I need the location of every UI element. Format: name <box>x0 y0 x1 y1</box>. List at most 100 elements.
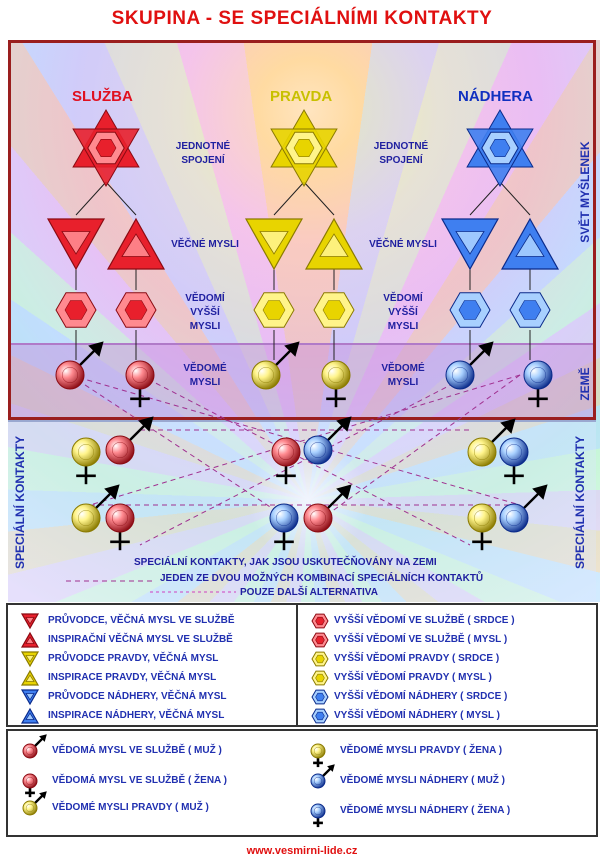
legend-divider <box>296 603 298 727</box>
legend-icon-bottom-6 <box>310 803 326 828</box>
contact-pair4-red-female <box>105 503 135 551</box>
label-vedomi-vyssi-mysli-1: VĚDOMÍ VYŠŠÍ MYSLI <box>185 293 225 332</box>
legend-icon-bottom-5 <box>310 764 335 789</box>
legend-icon-right-3 <box>311 651 329 667</box>
triangle-down-nadhera <box>440 218 500 271</box>
legend-icon-right-5 <box>311 689 329 705</box>
legend-right-item-5: VYŠŠÍ VĚDOMÍ NÁDHERY ( SRDCE ) <box>334 691 508 702</box>
legend-left-item-6: INSPIRACE NÁDHERY, VĚČNÁ MYSL <box>48 710 225 721</box>
connector-sluzba-1 <box>75 181 107 216</box>
label-vecne-mysli-1: VĚČNÉ MYSLI <box>171 239 239 250</box>
legend-icon-bottom-2 <box>22 773 38 798</box>
page-title: SKUPINA - SE SPECIÁLNÍMI KONTAKTY <box>111 8 493 29</box>
legend-icon-left-5 <box>20 689 40 706</box>
legend-right-item-4: VYŠŠÍ VĚDOMÍ PRAVDY ( MYSL ) <box>334 672 492 683</box>
legend-box-bottom <box>6 729 598 837</box>
contact-pair5-blue-female <box>269 503 299 551</box>
triangle-down-pravda <box>244 218 304 271</box>
legend-left-item-1: PRŮVODCE, VĚČNÁ MYSL VE SLUŽBĚ <box>48 615 235 626</box>
contact-pair5-red-male <box>303 484 352 533</box>
legend-bottom-item-6: VĚDOMÉ MYSLI NÁDHERY ( ŽENA ) <box>340 805 511 816</box>
hexagon-left-nadhera <box>449 292 491 328</box>
legend-left-item-4: INSPIRACE PRAVDY, VĚČNÁ MYSL <box>48 672 217 683</box>
earth-band <box>8 343 596 422</box>
legend-icon-bottom-4 <box>310 743 326 768</box>
hexagon-right-nadhera <box>509 292 551 328</box>
dashed-line-5 <box>69 374 291 521</box>
star-nadhera <box>466 108 534 188</box>
legend-icon-left-1 <box>20 613 40 630</box>
hexagon-left-sluzba <box>55 292 97 328</box>
conscious-mind-pravda-male <box>251 341 300 390</box>
connector-nadhera-2 <box>499 181 531 216</box>
contact-pair2-blue-male <box>303 416 352 465</box>
connector-pravda-2 <box>303 181 335 216</box>
column-title-pravda: PRAVDA <box>270 88 333 105</box>
contact-pair3-yellow-male <box>467 418 516 467</box>
connector-pravda-1 <box>273 181 305 216</box>
contact-pair1-red-male <box>105 416 154 465</box>
caption-alternative: POUZE DALŠÍ ALTERNATIVA <box>240 587 378 598</box>
triangle-up-sluzba <box>106 217 166 270</box>
dashed-line-4 <box>139 374 471 546</box>
label-vedome-mysli-2: VĚDOMÉ MYSLI <box>381 363 425 388</box>
legend-icon-left-6 <box>20 707 40 724</box>
triangle-down-sluzba <box>46 218 106 271</box>
legend-icon-bottom-3 <box>22 791 47 816</box>
legend-icon-left-3 <box>20 651 40 668</box>
legend-right-item-3: VYŠŠÍ VĚDOMÍ PRAVDY ( SRDCE ) <box>334 653 500 664</box>
legend-left-item-2: INSPIRAČNÍ VĚČNÁ MYSL VE SLUŽBĚ <box>48 634 233 645</box>
caption-combination: JEDEN ZE DVOU MOŽNÝCH KOMBINACÍ SPECIÁLN… <box>160 573 484 584</box>
label-vecne-mysli-2: VĚČNÉ MYSLI <box>369 239 437 250</box>
legend-bottom-item-2: VĚDOMÁ MYSL VE SLUŽBĚ ( ŽENA ) <box>52 775 228 786</box>
conscious-mind-pravda-female <box>321 360 351 408</box>
column-title-nadhera: NÁDHERA <box>458 88 533 105</box>
legend-right-item-1: VYŠŠÍ VĚDOMÍ VE SLUŽBĚ ( SRDCE ) <box>334 615 515 626</box>
contact-pair4-yellow-male <box>71 484 120 533</box>
conscious-mind-nadhera-female <box>523 360 553 408</box>
website-url[interactable]: www.vesmirni-lide.cz <box>246 845 358 857</box>
column-title-sluzba: SLUŽBA <box>72 88 133 105</box>
label-jednotne-spojeni-2: JEDNOTNÉ SPOJENÍ <box>373 141 429 166</box>
contact-pair6-yellow-female <box>467 503 497 551</box>
dashed-line-3 <box>139 374 471 546</box>
legend-icon-right-1 <box>311 613 329 629</box>
dashed-line-2 <box>89 374 521 506</box>
conscious-mind-sluzba-male <box>55 341 104 390</box>
legend-bottom-item-4: VĚDOMÉ MYSLI PRAVDY ( ŽENA ) <box>340 745 503 756</box>
legend-bottom-item-3: VĚDOMÉ MYSLI PRAVDY ( MUŽ ) <box>52 802 209 813</box>
legend-left-item-3: PRŮVODCE PRAVDY, VĚČNÁ MYSL <box>48 653 219 664</box>
connector-nadhera-1 <box>469 181 501 216</box>
conscious-mind-sluzba-female <box>125 360 155 408</box>
legend-icon-right-4 <box>311 670 329 686</box>
conscious-mind-nadhera-male <box>445 341 494 390</box>
legend-icon-left-4 <box>20 669 40 686</box>
hexagon-right-pravda <box>313 292 355 328</box>
legend-right-item-2: VYŠŠÍ VĚDOMÍ VE SLUŽBĚ ( MYSL ) <box>334 634 508 645</box>
label-vedomi-vyssi-mysli-2: VĚDOMÍ VYŠŠÍ MYSLI <box>383 293 423 332</box>
dashed-line-1 <box>69 374 521 506</box>
contact-pair2-red-female <box>271 437 301 485</box>
legend-icon-right-6 <box>311 708 329 724</box>
contact-pair3-blue-female <box>499 437 529 485</box>
connector-sluzba-2 <box>105 181 137 216</box>
legend-icon-right-2 <box>311 632 329 648</box>
contact-pair6-blue-male <box>499 484 548 533</box>
legend-icon-left-2 <box>20 631 40 648</box>
label-jednotne-spojeni-1: JEDNOTNÉ SPOJENÍ <box>175 141 231 166</box>
legend-left-item-5: PRŮVODCE NÁDHERY, VĚČNÁ MYSL <box>48 691 227 702</box>
label-vedome-mysli-1: VĚDOMÉ MYSLI <box>183 363 227 388</box>
star-pravda <box>270 108 338 188</box>
legend-icon-bottom-1 <box>22 734 47 759</box>
legend-box-top <box>6 603 598 727</box>
triangle-up-pravda <box>304 217 364 270</box>
triangle-up-nadhera <box>500 217 560 270</box>
contact-pair1-yellow-female <box>71 437 101 485</box>
legend-bottom-item-1: VĚDOMÁ MYSL VE SLUŽBĚ ( MUŽ ) <box>52 745 222 756</box>
hexagon-left-pravda <box>253 292 295 328</box>
caption-special-contacts: SPECIÁLNÍ KONTAKTY, JAK JSOU USKUTEČŇOVÁ… <box>134 557 437 568</box>
legend-right-item-6: VYŠŠÍ VĚDOMÍ NÁDHERY ( MYSL ) <box>334 710 500 721</box>
thought-world-frame <box>8 40 596 420</box>
star-sluzba <box>72 108 140 188</box>
